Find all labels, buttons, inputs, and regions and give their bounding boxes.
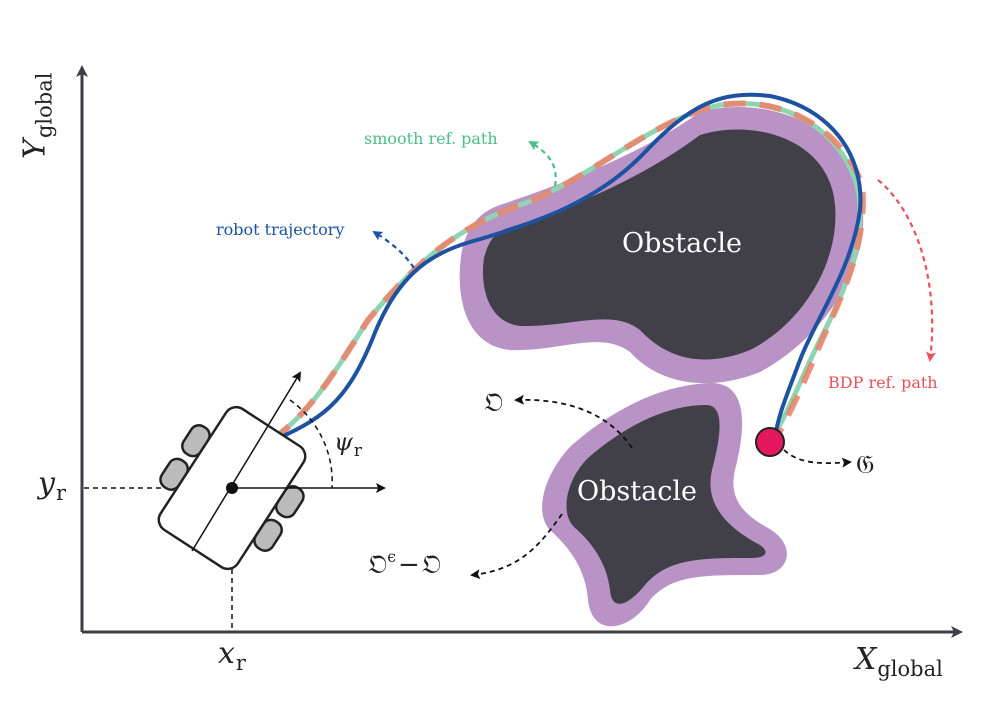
goal-marker xyxy=(755,427,785,457)
bdp-path-arrow xyxy=(877,179,936,362)
robot-center xyxy=(226,482,238,494)
heading-angle-arc xyxy=(289,399,333,489)
obstacle-lower-label: Obstacle xyxy=(577,476,697,507)
obstacle-set-arrow xyxy=(514,394,633,449)
xr-label: xr xyxy=(218,636,246,676)
goal-set-arrow xyxy=(783,449,852,468)
x-axis-label: Xglobal xyxy=(855,642,943,682)
smooth-path-arrow xyxy=(528,140,557,187)
robot-trajectory-arrow xyxy=(372,230,415,269)
robot-trajectory xyxy=(269,92,863,444)
bdp-ref-path-label: BDP ref. path xyxy=(828,373,938,392)
y-axis-label: Yglobal xyxy=(17,72,57,159)
smooth-ref-path-label: smooth ref. path xyxy=(364,129,498,148)
inflated-set-label: 𝔒ϵ−𝔒 xyxy=(368,548,442,580)
yr-label: yr xyxy=(38,466,66,506)
robot-heading-axis xyxy=(191,371,302,552)
obstacle-upper-body xyxy=(482,129,836,360)
robot-trajectory-label: robot trajectory xyxy=(216,220,345,239)
obstacle-lower xyxy=(542,382,787,627)
obstacle-lower-body xyxy=(566,405,766,604)
goal-set-label: 𝔊 xyxy=(856,450,875,480)
obstacle-upper xyxy=(459,106,864,384)
obstacle-set-label: 𝔒 xyxy=(484,388,504,418)
obstacle-upper-label: Obstacle xyxy=(622,228,742,259)
inflated-set-arrow xyxy=(470,513,563,580)
heading-angle-label: ψr xyxy=(334,428,362,460)
